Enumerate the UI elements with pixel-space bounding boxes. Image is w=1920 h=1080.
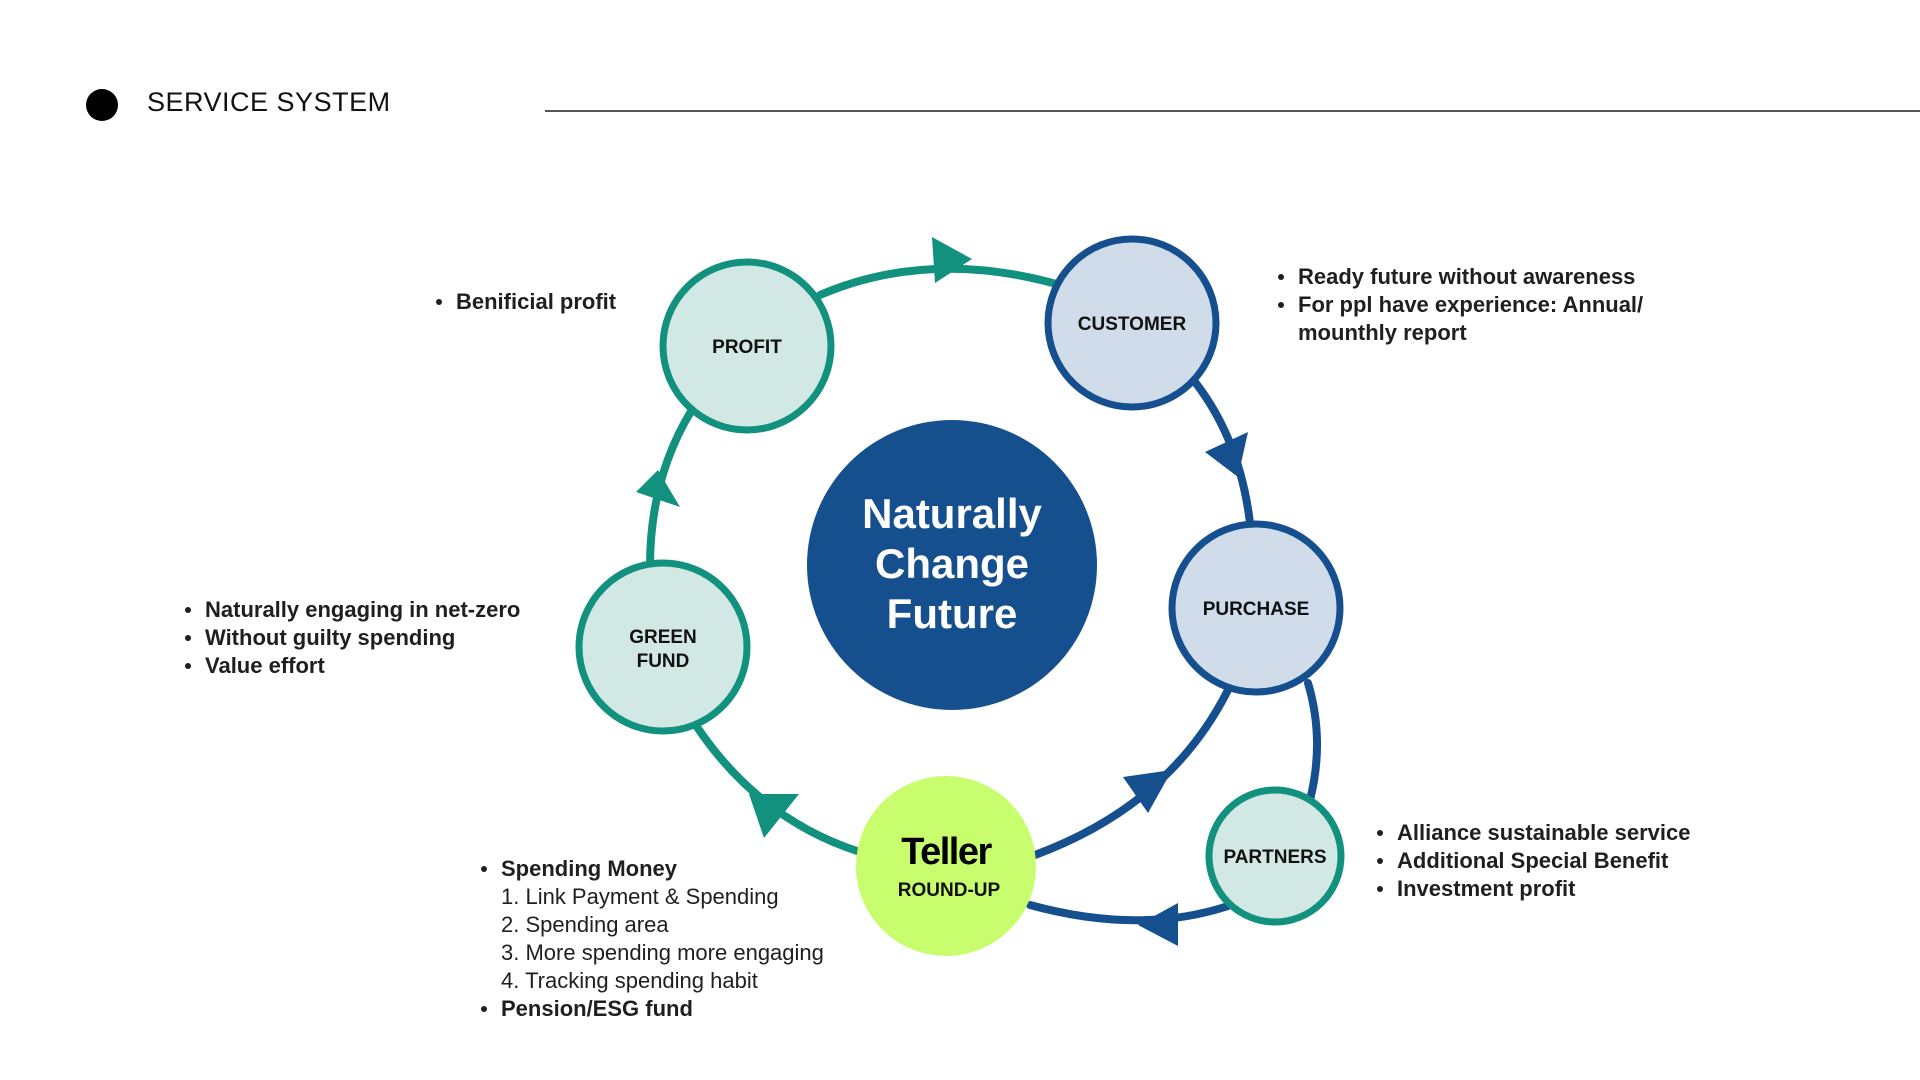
arc-roundup-to-greenfund <box>693 723 864 856</box>
note-roundup-footer: Pension/ESG fund <box>481 995 824 1023</box>
node-customer: CUSTOMER <box>1044 235 1220 411</box>
node-roundup: Teller ROUND-UP <box>856 776 1036 956</box>
note-profit-item: Benificial profit <box>435 289 617 314</box>
center-line-3: Future <box>887 590 1018 637</box>
center-line-1: Naturally <box>862 490 1042 537</box>
triangle-arrow-icon <box>1205 432 1248 477</box>
note-roundup-heading: Spending Money <box>481 855 824 883</box>
note-roundup-step: 1. Link Payment & Spending <box>501 884 779 909</box>
node-green-fund-label-2: FUND <box>637 651 690 672</box>
triangle-arrow-icon <box>1138 903 1178 946</box>
note-partners-item: Investment profit <box>1377 875 1691 903</box>
note-partners-item: Alliance sustainable service <box>1377 820 1691 845</box>
node-green-fund: GREEN FUND <box>575 559 751 735</box>
node-profit-label: PROFIT <box>712 337 782 358</box>
node-green-fund-label-1: GREEN <box>629 627 697 648</box>
triangle-arrow-icon <box>1123 770 1172 813</box>
arc-purchase-to-partners <box>1304 679 1322 804</box>
node-roundup-label: ROUND-UP <box>898 880 1001 901</box>
arrowheads <box>636 237 1248 946</box>
node-purchase-label: PURCHASE <box>1203 599 1310 620</box>
note-customer-item: For ppl have experience: Annual/ <box>1277 292 1644 317</box>
note-customer-item: Ready future without awareness <box>1277 263 1643 291</box>
arc-purchase-to-roundup <box>1031 686 1232 859</box>
node-profit: PROFIT <box>659 258 835 434</box>
node-purchase: PURCHASE <box>1168 520 1344 696</box>
node-partners: PARTNERS <box>1205 786 1345 926</box>
center-line-2: Change <box>875 540 1029 587</box>
note-roundup-step: 4. Tracking spending habit <box>501 968 758 993</box>
note-customer: Ready future without awareness For ppl h… <box>1276 263 1643 347</box>
note-green-fund: Naturally engaging in net-zero Without g… <box>183 596 520 680</box>
arc-partners-to-roundup <box>1026 901 1232 925</box>
note-green-fund-item: Value effort <box>184 652 520 680</box>
note-green-fund-item: Naturally engaging in net-zero <box>184 597 521 622</box>
triangle-arrow-icon <box>636 470 680 507</box>
note-customer-item-continued: mounthly report <box>1298 320 1467 345</box>
triangle-arrow-icon <box>932 237 972 283</box>
note-roundup: Spending Money 1. Link Payment & Spendin… <box>479 855 824 1023</box>
note-green-fund-item: Without guilty spending <box>184 624 520 652</box>
page-title: SERVICE SYSTEM <box>147 87 391 117</box>
note-profit: Benificial profit <box>434 288 616 316</box>
center-node: Naturally Change Future <box>807 420 1097 710</box>
note-roundup-step: 2. Spending area <box>501 912 669 937</box>
teller-logo: Teller <box>901 831 992 873</box>
header-divider <box>545 110 1920 112</box>
node-customer-label: CUSTOMER <box>1078 314 1187 335</box>
note-partners: Alliance sustainable service Additional … <box>1375 819 1691 903</box>
node-partners-label: PARTNERS <box>1223 847 1326 868</box>
triangle-arrow-icon <box>749 794 799 838</box>
note-partners-item: Additional Special Benefit <box>1377 847 1691 875</box>
header-dot-icon <box>86 89 118 121</box>
note-roundup-step: 3. More spending more engaging <box>501 940 824 965</box>
